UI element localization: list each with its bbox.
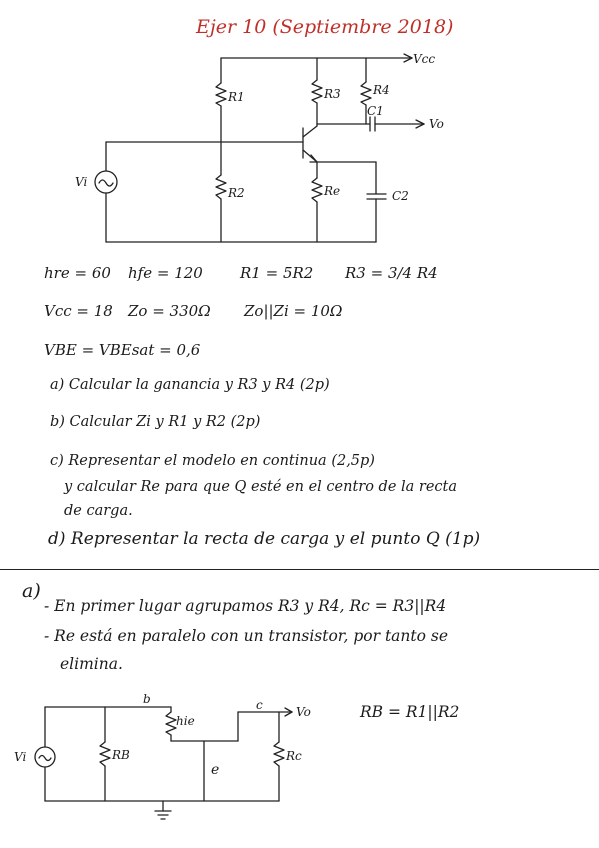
c1-label: C1 — [367, 104, 384, 118]
c2-label: C2 — [392, 189, 409, 203]
param-hfe: hfe = 120 — [128, 264, 203, 282]
r3-label: R3 — [324, 87, 341, 101]
param-zo-zi: Zo||Zi = 10Ω — [244, 302, 343, 320]
solution-marker: a) — [22, 580, 41, 602]
param-vcc: Vcc = 18 — [44, 302, 113, 320]
question-a: a) Calcular la ganancia y R3 y R4 (2p) — [50, 377, 330, 393]
rc-label: Rc — [286, 749, 302, 763]
section-divider — [0, 569, 599, 570]
solution-line2: - Re está en paralelo con un transistor,… — [44, 627, 449, 645]
amplifier-circuit-diagram — [94, 53, 425, 243]
param-hre: hre = 60 — [44, 264, 111, 282]
param-vbe: VBE = VBEsat = 0,6 — [44, 341, 201, 359]
node-e-label: e — [211, 762, 220, 778]
solution-line3: elimina. — [60, 655, 123, 673]
question-c-line2: y calcular Re para que Q esté en el cent… — [64, 479, 458, 495]
question-d: d) Representar la recta de carga y el pu… — [48, 529, 481, 549]
hie-label: hie — [176, 714, 195, 728]
param-r1: R1 = 5R2 — [240, 264, 314, 282]
rb-equation: RB = R1||R2 — [360, 703, 460, 721]
node-b-label: b — [143, 692, 151, 706]
vcc-label: Vcc — [413, 52, 436, 66]
param-zo: Zo = 330Ω — [128, 302, 211, 320]
re-label: Re — [324, 184, 341, 198]
vi-label: Vi — [75, 175, 88, 189]
r1-label: R1 — [228, 90, 245, 104]
r2-label: R2 — [228, 186, 245, 200]
question-c: c) Representar el modelo en continua (2,… — [50, 453, 375, 469]
exercise-title: Ejer 10 (Septiembre 2018) — [196, 16, 454, 38]
vi-source-label: Vi — [14, 750, 27, 764]
r4-label: R4 — [373, 83, 390, 97]
node-c-label: c — [256, 698, 263, 712]
vo-output-label: Vo — [296, 705, 311, 719]
vo-label: Vo — [429, 117, 444, 131]
solution-line1: - En primer lugar agrupamos R3 y R4, Rc … — [44, 597, 447, 615]
rb-label: RB — [112, 748, 130, 762]
param-r3: R3 = 3/4 R4 — [345, 264, 438, 282]
question-b: b) Calcular Zi y R1 y R2 (2p) — [50, 414, 261, 430]
question-c-line3: de carga. — [64, 503, 133, 519]
